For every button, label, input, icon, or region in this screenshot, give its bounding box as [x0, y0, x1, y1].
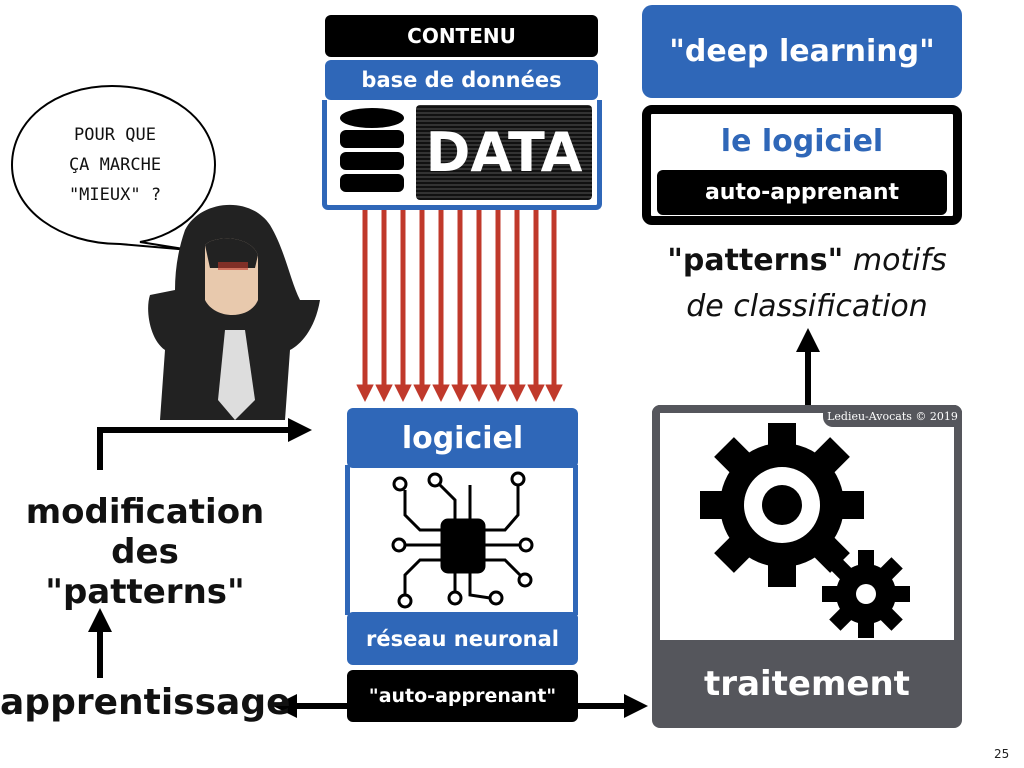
- bubble-line: ÇA MARCHE: [68, 155, 162, 175]
- content-header: CONTENU: [325, 15, 598, 57]
- copyright: Ledieu-Avocats © 2019: [823, 405, 962, 427]
- modification-line: modification: [25, 492, 265, 532]
- data-box: [322, 100, 602, 210]
- arrow-modification-to-software: [97, 418, 312, 470]
- processing-label: traitement: [652, 640, 962, 728]
- deep-self-learning: auto-apprenant: [657, 170, 947, 215]
- bubble-line: POUR QUE: [74, 125, 156, 145]
- gears-icon: [700, 423, 910, 638]
- patterns-text: "patterns" motifs de classification: [642, 238, 972, 330]
- bubble-line: "MIEUX" ?: [68, 185, 162, 205]
- woman-illustration: [148, 204, 320, 420]
- neural-network-label: réseau neuronal: [347, 612, 578, 665]
- bubble-text: POUR QUE ÇA MARCHE "MIEUX" ?: [30, 120, 200, 210]
- data-flow-arrows: [356, 210, 563, 402]
- database-icon: [340, 108, 404, 192]
- deep-software-label: le logiciel: [720, 124, 884, 159]
- deep-learning-title: "deep learning": [642, 5, 962, 98]
- speech-bubble-shape: [10, 84, 217, 251]
- chip-icon: [391, 471, 534, 609]
- software-title: logiciel: [347, 408, 578, 468]
- patterns-bold: "patterns": [667, 243, 844, 278]
- data-panel: DATA: [416, 105, 592, 200]
- self-learning-label: "auto-apprenant": [347, 670, 578, 722]
- processing-frame: [652, 405, 962, 650]
- database-label: base de données: [325, 60, 598, 100]
- modification-line: des "patterns": [45, 532, 245, 612]
- modification-label: modification des "patterns": [10, 492, 280, 612]
- page-number: 25: [994, 747, 1010, 761]
- patterns-italic: motifs: [852, 243, 947, 278]
- learning-label: apprentissage: [0, 682, 291, 723]
- chip-box: [345, 465, 578, 615]
- patterns-italic: de classification: [686, 289, 928, 324]
